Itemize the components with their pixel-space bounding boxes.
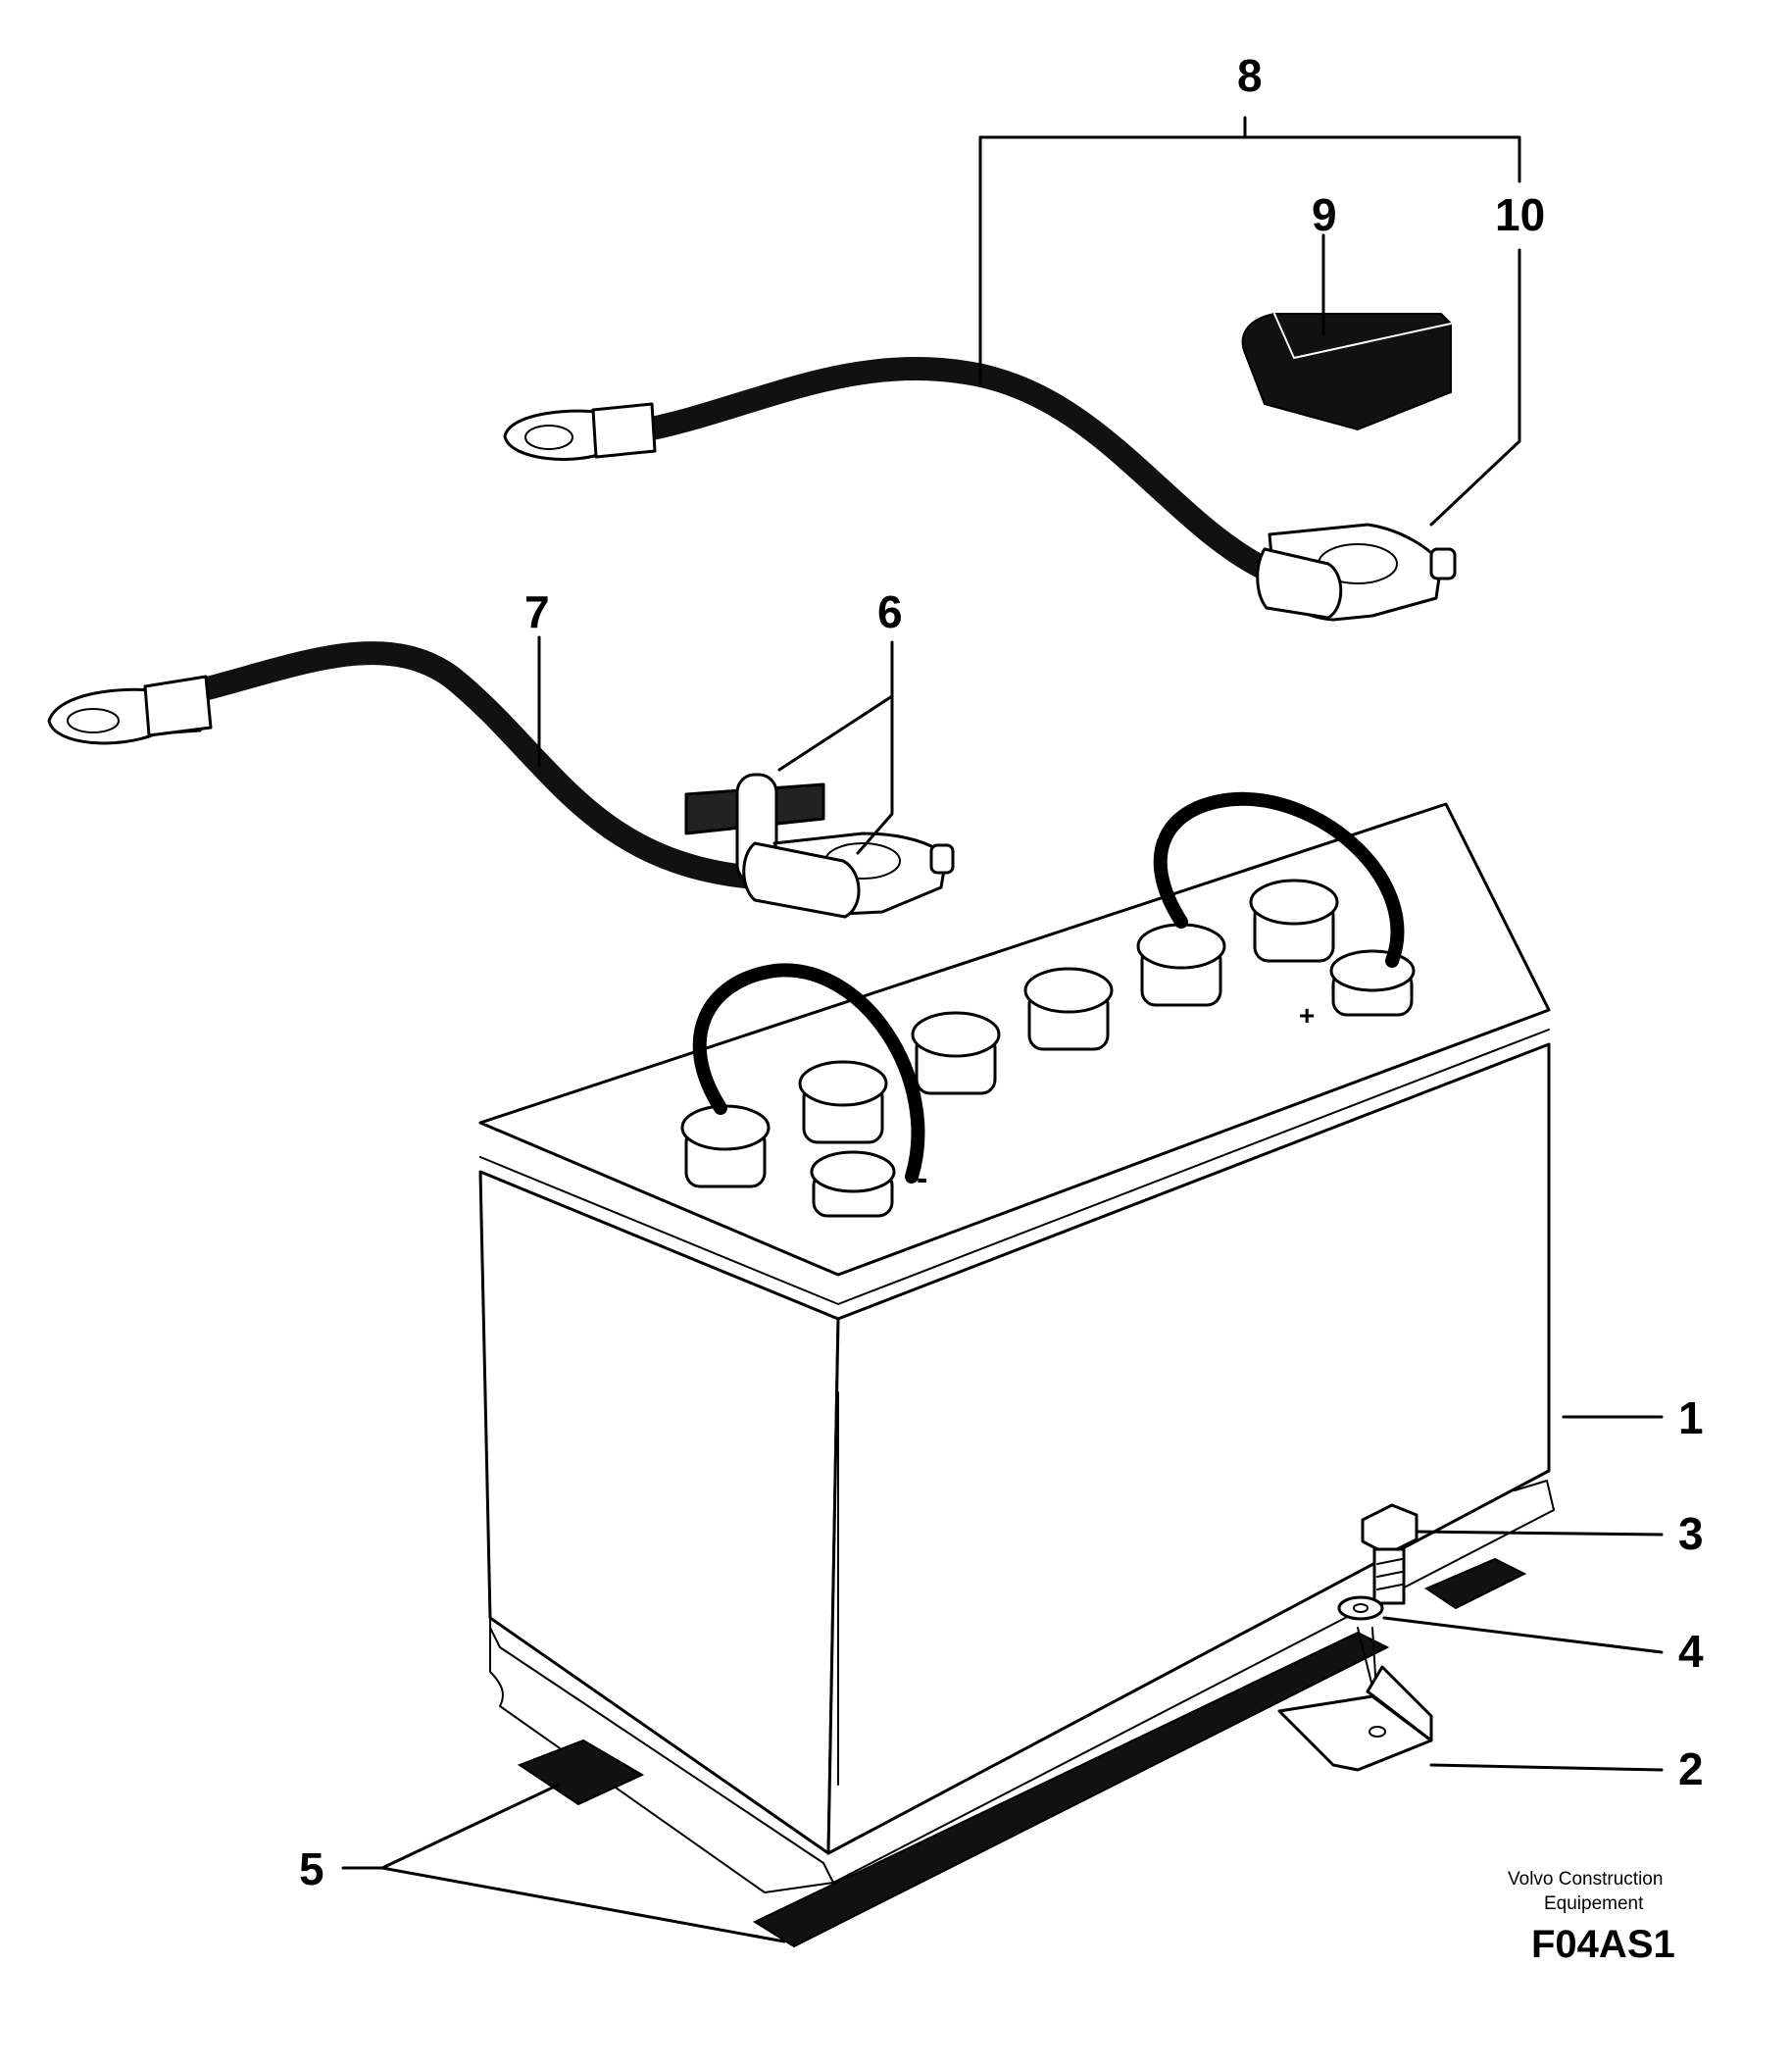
battery-cable-negative — [47, 641, 955, 919]
bolt — [1361, 1503, 1419, 1605]
callout-5: 5 — [299, 1843, 324, 1894]
battery-cable-positive — [503, 357, 1457, 622]
positive-mark: + — [1299, 1000, 1315, 1031]
battery-hold-down-bracket — [1277, 1665, 1433, 1772]
callout-2: 2 — [1678, 1743, 1704, 1794]
rubber-pads — [517, 1557, 1527, 1948]
washer — [1337, 1595, 1384, 1621]
callout-8: 8 — [1237, 50, 1263, 101]
callout-7: 7 — [524, 586, 550, 637]
callout-10: 10 — [1495, 189, 1545, 240]
caption-company-line2: Equipement — [1544, 1893, 1644, 1914]
callout-3: 3 — [1678, 1508, 1704, 1559]
battery: - + — [478, 791, 1555, 1893]
terminal-cover — [1241, 313, 1452, 431]
vent-caps — [680, 879, 1416, 1218]
leader-lines — [341, 116, 1664, 1943]
callout-1: 1 — [1678, 1392, 1704, 1443]
callout-4: 4 — [1678, 1626, 1704, 1677]
negative-mark: - — [917, 1160, 927, 1197]
figure-code: F04AS1 — [1531, 1923, 1675, 1966]
callout-6: 6 — [877, 586, 903, 637]
caption-company-line1: Volvo Construction — [1508, 1869, 1663, 1890]
callout-9: 9 — [1312, 189, 1337, 240]
